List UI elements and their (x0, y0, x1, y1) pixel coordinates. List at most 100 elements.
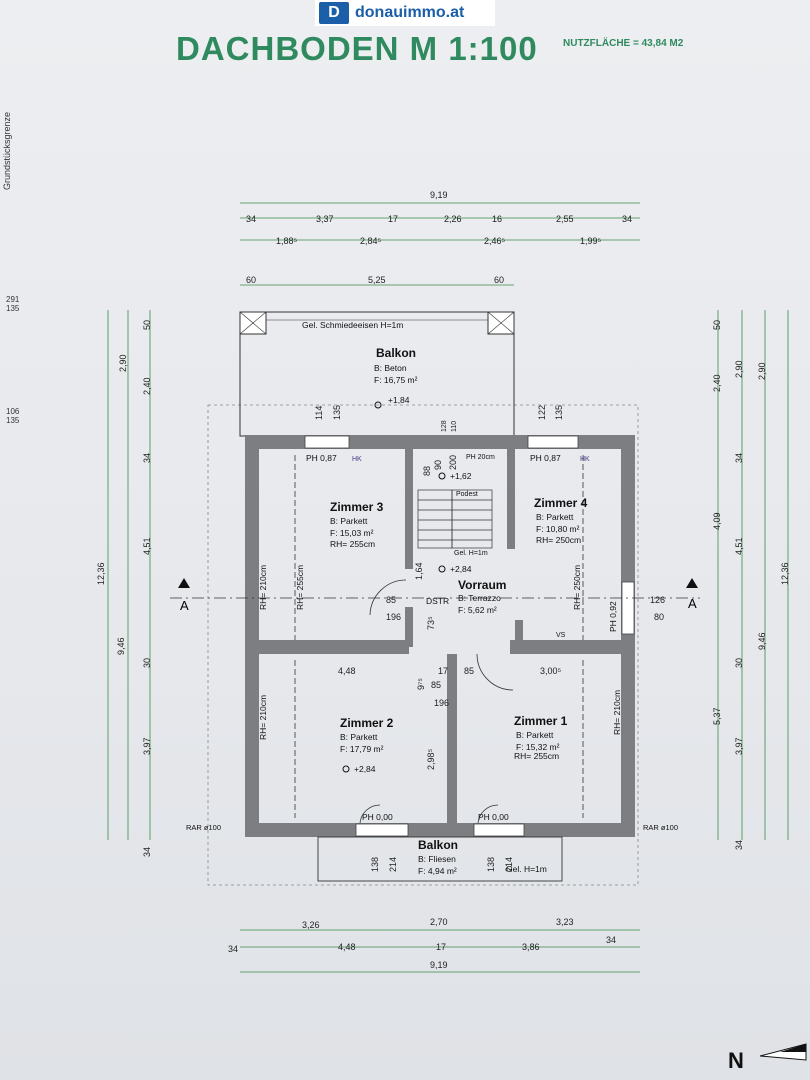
svg-text:3,00⁵: 3,00⁵ (540, 666, 562, 676)
svg-text:3,97: 3,97 (734, 737, 744, 755)
svg-text:114: 114 (314, 406, 324, 420)
svg-text:RAR ø100: RAR ø100 (643, 823, 678, 832)
svg-text:17: 17 (388, 214, 398, 224)
svg-text:9,46: 9,46 (116, 637, 126, 655)
svg-text:128: 128 (441, 420, 448, 432)
svg-text:Gel. Schmiedeeisen H=1m: Gel. Schmiedeeisen H=1m (302, 320, 403, 330)
usable-area: NUTZFLÄCHE = 43,84 M2 (563, 38, 684, 49)
svg-text:HK: HK (352, 456, 362, 463)
svg-text:B: Parkett: B: Parkett (330, 516, 368, 526)
svg-text:B: Parkett: B: Parkett (516, 730, 554, 740)
svg-text:34: 34 (606, 935, 616, 945)
svg-text:PH 0,87: PH 0,87 (530, 453, 561, 463)
svg-text:73⁵: 73⁵ (426, 616, 436, 630)
svg-text:196: 196 (434, 698, 449, 708)
room-zimmer-2: Zimmer 2 B: Parkett F: 17,79 m² +2,84 RH… (258, 695, 394, 774)
svg-text:85: 85 (431, 680, 441, 690)
logo-icon: D (319, 2, 349, 24)
svg-text:VS: VS (556, 632, 566, 639)
svg-text:34: 34 (734, 840, 744, 850)
room-vorraum: Vorraum B: Terrazzo F: 5,62 m² +2,84 DST… (426, 564, 506, 615)
svg-text:34: 34 (142, 453, 152, 463)
svg-text:RH= 250cm: RH= 250cm (536, 535, 581, 545)
svg-text:9⁷⁵: 9⁷⁵ (416, 678, 426, 690)
level-marker-icon (374, 401, 382, 409)
svg-text:+1,62: +1,62 (450, 471, 472, 481)
svg-text:196: 196 (386, 612, 401, 622)
level-marker-icon (342, 765, 350, 773)
svg-text:2,40: 2,40 (142, 377, 152, 395)
svg-text:RAR ø100: RAR ø100 (186, 823, 221, 832)
svg-text:2,40: 2,40 (712, 374, 722, 392)
svg-text:3,23: 3,23 (556, 917, 574, 927)
misc-labels: PH 0,87 HK PH 0,87 HK PH 20cm +1,62 Pode… (186, 453, 678, 832)
svg-text:Podest: Podest (456, 491, 478, 498)
svg-text:2,90: 2,90 (757, 362, 767, 380)
svg-text:HK: HK (580, 456, 590, 463)
svg-text:Zimmer 4: Zimmer 4 (534, 496, 588, 510)
svg-text:2,26: 2,26 (444, 214, 462, 224)
svg-text:F: 17,79 m²: F: 17,79 m² (340, 744, 384, 754)
svg-text:30: 30 (734, 658, 744, 668)
svg-text:3,26: 3,26 (302, 920, 320, 930)
top-balcony (239, 311, 515, 437)
svg-text:17: 17 (436, 942, 446, 952)
svg-text:Balkon: Balkon (418, 838, 458, 852)
svg-text:F: 16,75 m²: F: 16,75 m² (374, 375, 418, 385)
svg-text:85: 85 (464, 666, 474, 676)
svg-text:B: Fliesen: B: Fliesen (418, 854, 456, 864)
svg-text:Gel. H=1m: Gel. H=1m (454, 550, 488, 557)
svg-text:PH 0,92: PH 0,92 (608, 601, 618, 632)
svg-text:88: 88 (422, 466, 432, 476)
staircase (417, 489, 493, 549)
section-label-left: A (180, 598, 189, 613)
svg-text:34: 34 (246, 214, 256, 224)
svg-text:3,86: 3,86 (522, 942, 540, 952)
door-swings (359, 579, 514, 824)
svg-text:B: Parkett: B: Parkett (536, 512, 574, 522)
svg-text:214: 214 (504, 857, 514, 872)
bottom-balcony (317, 836, 563, 882)
svg-text:110: 110 (451, 421, 458, 432)
svg-text:34: 34 (228, 944, 238, 954)
svg-text:90: 90 (433, 460, 443, 470)
svg-text:PH 0,87: PH 0,87 (306, 453, 337, 463)
svg-text:B: Parkett: B: Parkett (340, 732, 378, 742)
svg-text:RH= 255cm: RH= 255cm (514, 751, 559, 761)
logo-text: donauimmo.at (355, 4, 465, 21)
svg-text:85: 85 (386, 595, 396, 605)
svg-text:RH= 210cm: RH= 210cm (612, 690, 622, 735)
top-balcony-text: Gel. Schmiedeeisen H=1m Balkon B: Beton … (302, 320, 418, 409)
svg-text:16: 16 (492, 214, 502, 224)
svg-text:1,88⁵: 1,88⁵ (276, 236, 298, 246)
section-arrow-icon (178, 578, 190, 588)
svg-text:12,36: 12,36 (96, 562, 106, 585)
north-arrow-icon: N (728, 1043, 807, 1073)
svg-text:12,36: 12,36 (780, 562, 790, 585)
svg-text:1,99⁵: 1,99⁵ (580, 236, 602, 246)
svg-text:34: 34 (622, 214, 632, 224)
brand-logo[interactable]: D donauimmo.at (315, 0, 495, 26)
roof-outline (207, 404, 639, 886)
svg-text:34: 34 (734, 453, 744, 463)
svg-text:RH= 250cm: RH= 250cm (572, 565, 582, 610)
svg-text:+2,84: +2,84 (450, 564, 472, 574)
svg-text:+2,84: +2,84 (354, 764, 376, 774)
svg-text:60: 60 (246, 275, 256, 285)
svg-text:Gel. H=1m: Gel. H=1m (506, 864, 547, 874)
svg-text:126: 126 (650, 595, 665, 605)
svg-text:Zimmer 3: Zimmer 3 (330, 500, 384, 514)
svg-text:2,90: 2,90 (118, 354, 128, 372)
svg-text:4,48: 4,48 (338, 942, 356, 952)
svg-text:PH 0,00: PH 0,00 (362, 812, 393, 822)
section-label-right: A (688, 596, 697, 611)
svg-text:9,46: 9,46 (757, 632, 767, 650)
svg-text:PH 0,00: PH 0,00 (478, 812, 509, 822)
svg-text:4,48: 4,48 (338, 666, 356, 676)
svg-text:Zimmer 1: Zimmer 1 (514, 714, 568, 728)
svg-text:9,19: 9,19 (430, 960, 448, 970)
svg-text:200: 200 (448, 455, 458, 470)
room-zimmer-1: Zimmer 1 B: Parkett F: 15,32 m² RH= 255c… (514, 690, 622, 761)
svg-text:214: 214 (388, 857, 398, 872)
